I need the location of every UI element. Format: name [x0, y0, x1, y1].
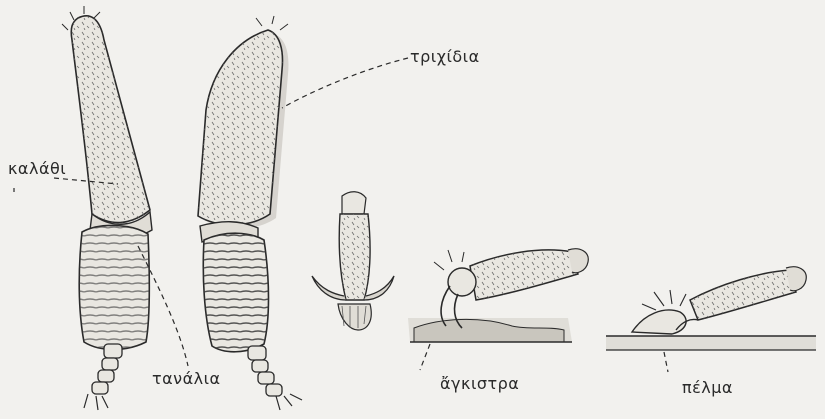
label-kalathi: καλάθι — [8, 159, 66, 178]
leg-2 — [198, 16, 302, 410]
leader-trichidia — [282, 58, 408, 108]
leader-agkistra — [420, 344, 430, 370]
label-pelma: πέλμα — [682, 378, 733, 397]
pad-illustration — [606, 267, 816, 350]
tarsus-claws — [312, 192, 394, 330]
label-trichidia: τριχίδια — [410, 47, 480, 66]
leader-pelma — [664, 352, 668, 372]
leg-1 — [62, 6, 152, 410]
label-agkistra: ἄγκιστρα — [440, 374, 519, 393]
label-tanalia: τανάλια — [152, 369, 221, 388]
hooks-illustration — [408, 249, 588, 342]
